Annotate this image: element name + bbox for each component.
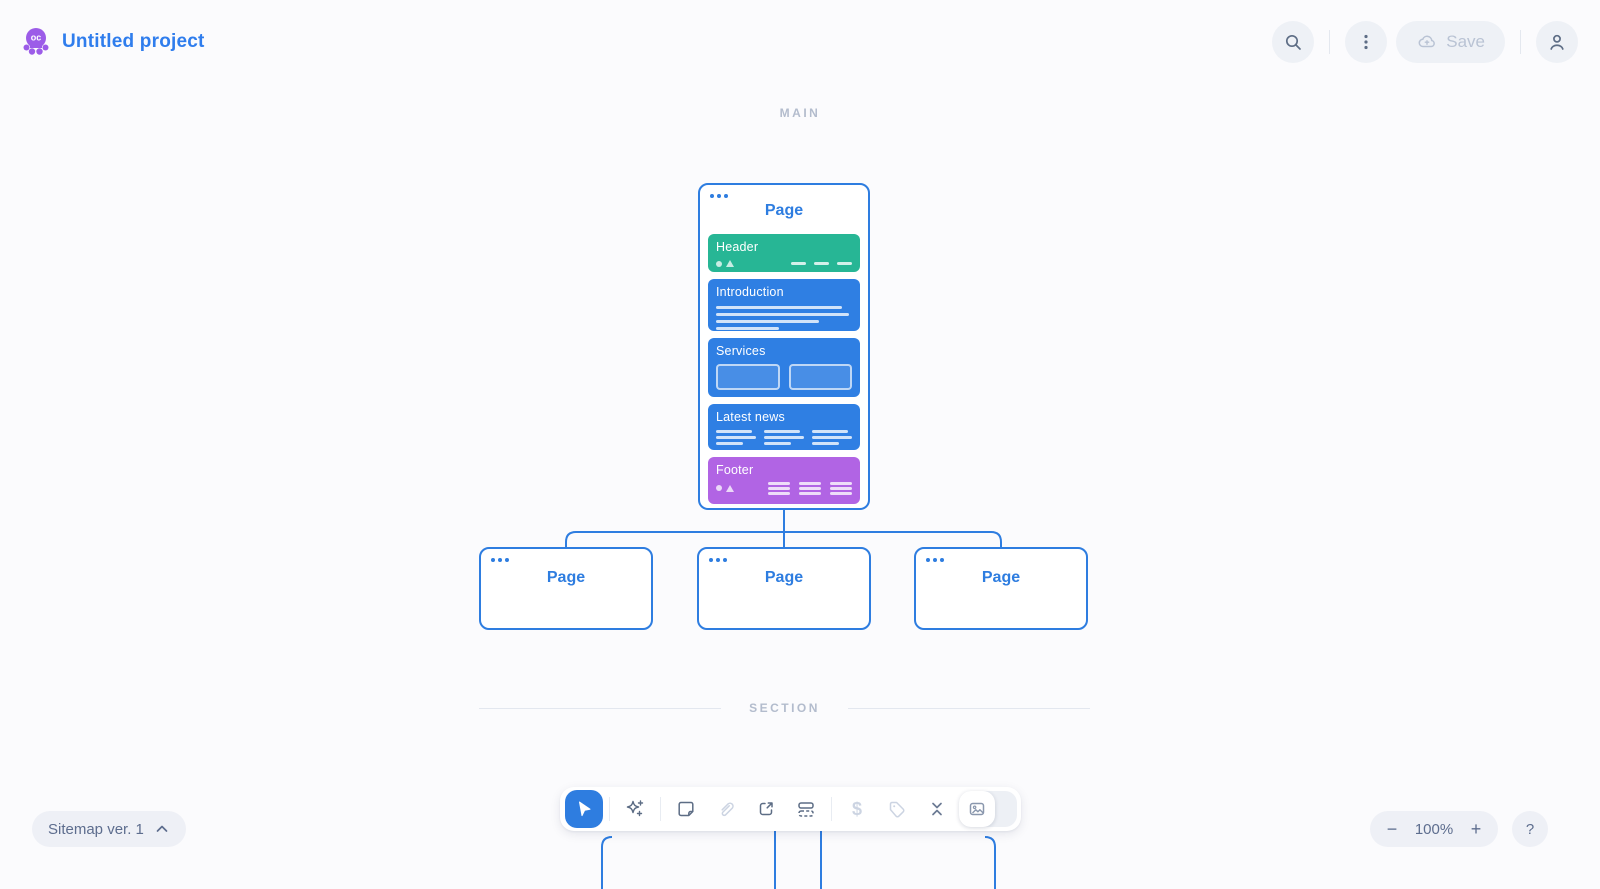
block-label: Latest news [716, 410, 785, 424]
ai-sparkles-icon [626, 800, 644, 817]
zoom-controls: − 100% + [1370, 811, 1498, 847]
collapse-icon [932, 802, 942, 816]
page-title[interactable]: Page [546, 569, 586, 586]
card-menu-dots-icon[interactable] [710, 194, 728, 198]
top-actions: Save [1272, 21, 1578, 63]
page-title[interactable]: Page [764, 569, 804, 586]
card-menu-dots-icon[interactable] [709, 558, 727, 562]
block-footer[interactable]: Footer [708, 457, 860, 504]
price-icon: $ [851, 798, 862, 819]
sitemap-version-label: Sitemap ver. 1 [48, 820, 144, 838]
card-menu-dots-icon[interactable] [491, 558, 509, 562]
news-placeholder [716, 430, 852, 445]
sitemap-version-button[interactable]: Sitemap ver. 1 [32, 811, 186, 847]
divider [1520, 30, 1521, 54]
collapse-tool-button[interactable] [917, 789, 957, 829]
external-link-tool-button[interactable] [746, 789, 786, 829]
divider [1329, 30, 1331, 54]
top-bar: oc Untitled project Save [0, 0, 1600, 84]
logo-placeholder-icon [716, 484, 734, 492]
block-introduction[interactable]: Introduction [708, 279, 860, 331]
block-header[interactable]: Header [708, 234, 860, 272]
bottom-toolbar: $ [560, 787, 1021, 831]
kebab-menu-icon [1364, 34, 1368, 50]
section-divider: SECTION [479, 701, 1090, 715]
zoom-level: 100% [1414, 820, 1454, 838]
sections-tool-button[interactable] [786, 789, 826, 829]
cursor-tool-button[interactable] [565, 790, 603, 828]
page-card-main[interactable]: Page Header Introduction Services [698, 183, 870, 510]
cloud-upload-icon [1418, 35, 1436, 48]
block-label: Services [716, 344, 766, 358]
text-placeholder [716, 306, 852, 330]
save-button[interactable]: Save [1396, 21, 1505, 63]
page-card-child[interactable]: Page [697, 547, 871, 630]
save-label: Save [1446, 32, 1485, 51]
toolbar-divider [609, 797, 610, 821]
cards-placeholder [716, 364, 852, 390]
divider-line [847, 707, 1090, 709]
more-menu-button[interactable] [1345, 21, 1388, 63]
block-label: Footer [716, 463, 754, 477]
note-icon [678, 801, 694, 817]
block-services[interactable]: Services [708, 338, 860, 397]
ai-tool-button[interactable] [615, 789, 655, 829]
note-tool-button[interactable] [666, 789, 706, 829]
page-card-child[interactable]: Page [479, 547, 653, 630]
block-latest-news[interactable]: Latest news [708, 404, 860, 450]
toolbar-divider [831, 797, 832, 821]
external-link-icon [759, 802, 773, 816]
zoom-in-button[interactable]: + [1460, 811, 1492, 847]
toolbar-divider [660, 797, 661, 821]
block-label: Header [716, 240, 759, 254]
tag-icon [889, 801, 905, 818]
divider-line [479, 707, 722, 709]
brand: oc Untitled project [22, 27, 205, 57]
attachment-icon [721, 802, 734, 817]
cursor-icon [579, 801, 591, 817]
main-section-label: MAIN [779, 106, 821, 120]
page-title[interactable]: Page [764, 202, 804, 219]
octopus-logo[interactable]: oc [22, 27, 50, 57]
attachment-tool-button[interactable] [706, 789, 746, 829]
links-placeholder [768, 482, 852, 495]
user-icon [1550, 34, 1564, 50]
logo-placeholder-icon [716, 260, 734, 267]
svg-text:oc: oc [31, 33, 42, 43]
price-tool-button[interactable]: $ [837, 789, 877, 829]
image-toggle-knob [959, 791, 995, 827]
tag-tool-button[interactable] [877, 789, 917, 829]
search-button[interactable] [1272, 21, 1315, 63]
sections-icon [798, 802, 814, 817]
project-title[interactable]: Untitled project [62, 31, 205, 52]
image-icon [969, 802, 985, 816]
zoom-out-button[interactable]: − [1376, 811, 1408, 847]
chevron-up-icon [156, 825, 168, 832]
search-icon [1286, 34, 1302, 50]
page-blocks: Header Introduction Services Latest news [708, 234, 860, 504]
menu-placeholder [791, 262, 852, 265]
page-card-child[interactable]: Page [914, 547, 1088, 630]
block-label: Introduction [716, 285, 784, 299]
help-button[interactable]: ? [1512, 811, 1548, 847]
section-label: SECTION [749, 701, 820, 715]
page-title[interactable]: Page [981, 569, 1021, 586]
account-button[interactable] [1536, 21, 1578, 63]
image-toggle[interactable] [959, 791, 1017, 827]
card-menu-dots-icon[interactable] [926, 558, 944, 562]
